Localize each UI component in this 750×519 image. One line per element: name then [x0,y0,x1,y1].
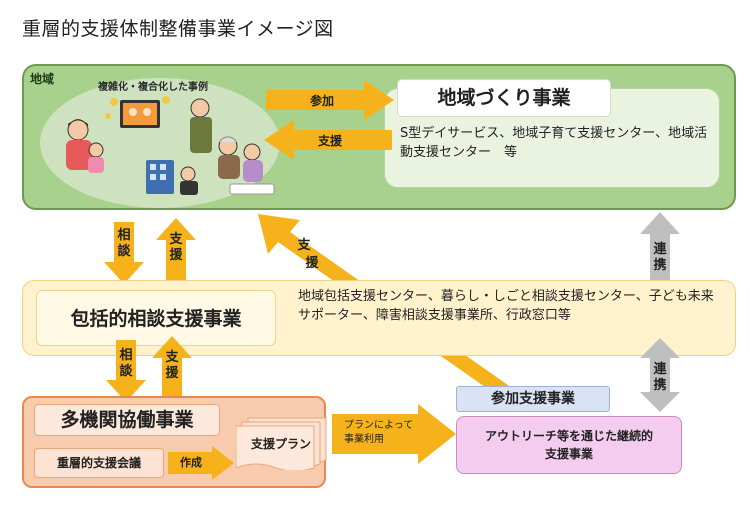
support-up-text-2: 援 [169,248,183,263]
plan-use-arrow [332,404,456,464]
plan-use-label-2: 事業利用 [344,434,384,445]
support-arrow [264,120,392,160]
community-label: 地域 [30,72,55,86]
cooperate-upper-text-2: 携 [653,258,667,273]
consult-up-text-2: 談 [117,244,131,259]
consultation-title: 包括的相談支援事業 [36,290,276,346]
person-mother-body-icon [66,140,92,170]
consult-down-text-2: 談 [119,364,133,379]
person-man-head-icon [190,98,210,118]
page-title: 重層的支援体制整備事業イメージ図 [22,18,334,40]
person-child-head-icon [88,142,104,158]
create-arrow-label: 作成 [180,456,202,469]
plan-use-label-1: プランによって [344,420,414,431]
participate-arrow-label: 参加 [310,94,335,108]
diag-support-text-1: 支 [297,238,311,253]
outreach-line-1: アウトリーチ等を通じた継続的 [484,429,653,443]
support-down-text-1: 支 [165,350,179,365]
outreach-line-2: 支援事業 [544,447,593,461]
consult-down-text-1: 相 [119,348,133,363]
support-plan-label: 支援プラン [250,437,311,451]
consult-up-arrow [104,222,144,284]
cooperate-upper-text-1: 連 [653,242,667,257]
person-man-body-icon [190,117,212,153]
support-down-text-2: 援 [165,366,179,381]
support-up-text-1: 支 [169,232,183,247]
consultation-description: 地域包括支援センター、暮らし・しごと相談支援センター、子ども未来サポーター、障害… [298,289,714,323]
support-arrow-label: 支援 [318,134,343,148]
diag-support-text-2: 援 [305,256,319,271]
consult-down-arrow [106,340,146,402]
layered-support-meeting: 重層的支援会議 [34,448,164,478]
multi-agency-title: 多機関協働事業 [34,404,220,436]
person-desk-head-icon [180,166,196,182]
create-arrow [168,446,234,480]
cooperate-lower-text-1: 連 [653,362,667,377]
people-illustration [66,96,275,195]
consult-up-text-1: 相 [117,228,131,243]
cooperate-lower-text-2: 携 [653,378,667,393]
person-mother-head-icon [67,119,89,141]
participation-support-title: 参加支援事業 [456,386,610,412]
cooperate-lower-arrow [640,338,680,412]
support-plan-document-icon [236,417,327,470]
support-up-arrow [156,218,196,284]
person-elder2-head-icon [243,143,261,161]
participate-arrow [266,80,394,120]
community-development-title: 地域づくり事業 [398,80,610,116]
community-development-description: S型デイサービス、地域子育て支援センター、地域活動支援センター 等 [400,126,708,160]
support-down-arrow [152,336,192,400]
outreach-support-box: アウトリーチ等を通じた継続的 支援事業 [456,416,682,474]
cases-label: 複雑化・複合化した事例 [98,82,208,93]
